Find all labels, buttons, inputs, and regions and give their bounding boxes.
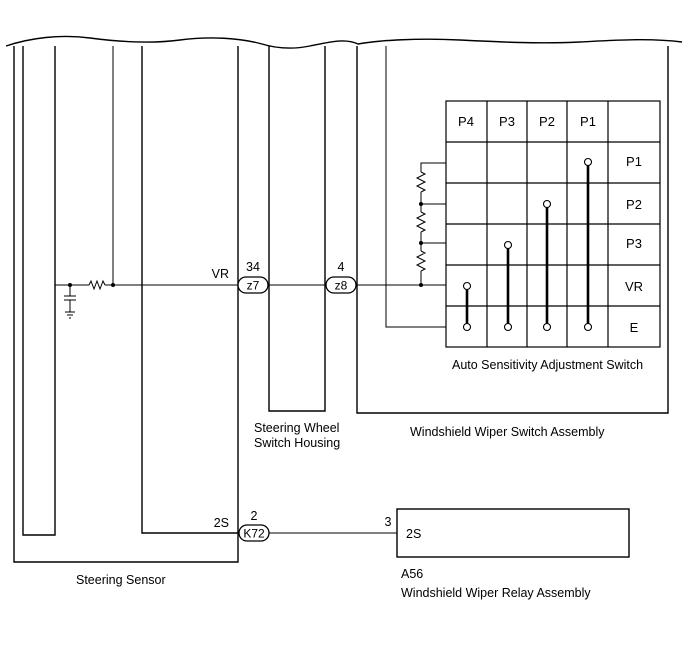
row-label-e: E xyxy=(630,320,639,335)
row-label-p2: P2 xyxy=(626,197,642,212)
row-label-p1: P1 xyxy=(626,154,642,169)
relay-assembly-name: Windshield Wiper Relay Assembly xyxy=(401,586,591,600)
connector-z7-pin: 34 xyxy=(246,260,260,274)
steering-wheel-switch-housing-outline xyxy=(268,46,326,412)
e-ground-wire xyxy=(385,46,446,328)
connector-z8-label: z8 xyxy=(335,279,348,293)
connector-z7-label: z7 xyxy=(247,279,260,293)
relay-pin-label: 2S xyxy=(406,527,421,541)
two-s-signal-label: 2S xyxy=(214,516,229,530)
steering-sensor-name: Steering Sensor xyxy=(76,573,166,587)
sensor-internal-circuit xyxy=(55,46,238,319)
connector-z8-pin: 4 xyxy=(338,260,345,274)
vr-signal-label: VR xyxy=(212,267,229,281)
connector-k72-label: K72 xyxy=(243,527,265,541)
relay-assembly-outline xyxy=(396,508,630,558)
windshield-wiper-switch-assembly-outline xyxy=(356,46,669,414)
connector-k72: K72 2 xyxy=(238,509,270,542)
column-header-p4: P4 xyxy=(458,114,474,129)
steering-sensor-outline xyxy=(13,46,248,563)
row-label-p3: P3 xyxy=(626,236,642,251)
connector-z8: z8 4 xyxy=(325,260,357,294)
windshield-wiper-switch-assembly-name: Windshield Wiper Switch Assembly xyxy=(410,425,605,439)
resistor-ladder xyxy=(415,162,446,287)
relay-pin-number: 3 xyxy=(385,515,392,529)
column-header-p2: P2 xyxy=(539,114,555,129)
connector-k72-pin: 2 xyxy=(251,509,258,523)
connector-z7: z7 34 xyxy=(237,260,269,294)
column-header-p3: P3 xyxy=(499,114,515,129)
switch-contacts xyxy=(462,157,593,332)
relay-assembly-code: A56 xyxy=(401,567,423,581)
auto-sensitivity-switch-grid xyxy=(445,100,661,348)
column-header-p1: P1 xyxy=(580,114,596,129)
row-label-vr: VR xyxy=(625,279,643,294)
steering-wheel-switch-housing-name-1: Steering Wheel xyxy=(254,421,339,435)
cut-line xyxy=(5,35,683,49)
auto-sensitivity-switch-name: Auto Sensitivity Adjustment Switch xyxy=(452,358,643,372)
steering-wheel-switch-housing-name-2: Switch Housing xyxy=(254,436,340,450)
